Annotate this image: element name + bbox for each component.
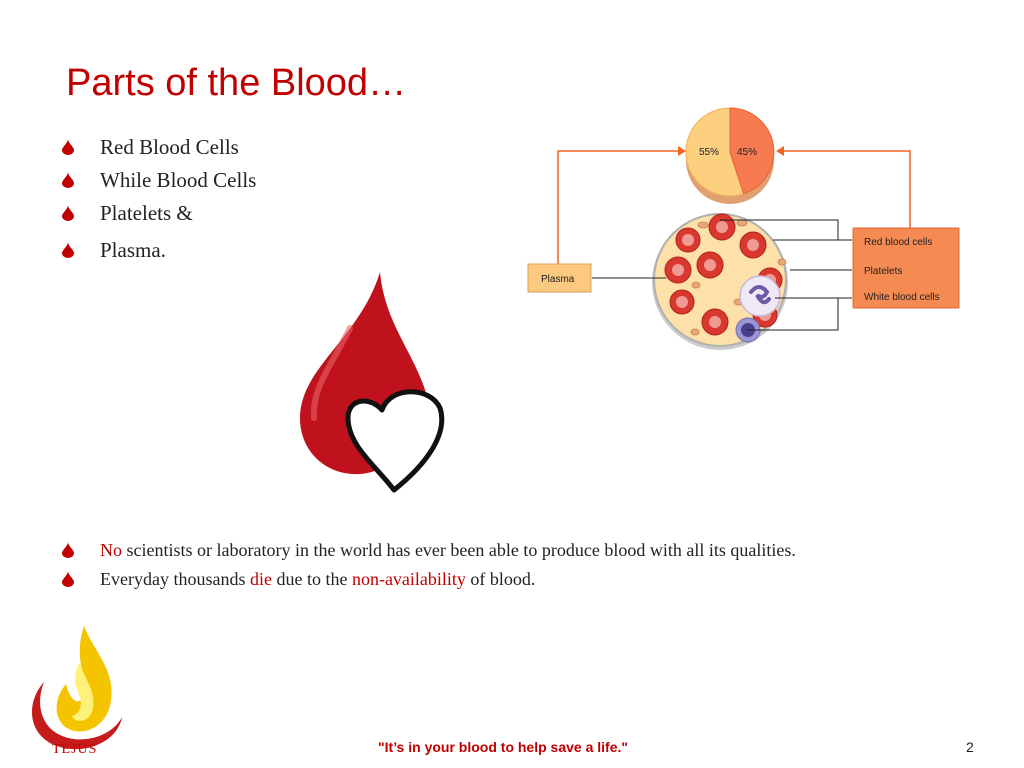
fact-text: of blood. bbox=[465, 569, 536, 589]
list-item: Red Blood Cells bbox=[62, 132, 256, 165]
cells-box bbox=[852, 227, 960, 309]
arrow-left-icon bbox=[776, 146, 784, 156]
plasma-label: Plasma bbox=[541, 274, 575, 285]
fact-text: due to the bbox=[271, 569, 352, 589]
tejus-logo bbox=[32, 626, 122, 750]
blood-drop-bullet-icon bbox=[62, 542, 74, 558]
list-item: Plasma. bbox=[62, 235, 256, 268]
fact-highlight: die bbox=[249, 569, 272, 589]
list-item: No scientists or laboratory in the world… bbox=[62, 536, 796, 565]
blood-composition-diagram: 55% 45% Plasma bbox=[527, 107, 960, 350]
logo-text: TEJUS bbox=[52, 742, 98, 757]
fact-highlight: No bbox=[100, 540, 122, 560]
platelets-label: Platelets bbox=[864, 266, 902, 277]
list-item-label: While Blood Cells bbox=[100, 168, 257, 192]
list-item-label: Red Blood Cells bbox=[100, 135, 239, 159]
pie-slice-cells bbox=[729, 107, 775, 195]
page-number: 2 bbox=[966, 739, 974, 755]
list-item-label: Plasma. bbox=[100, 238, 166, 262]
blood-drop-heart-image bbox=[300, 272, 445, 493]
blood-drop-bullet-icon bbox=[62, 242, 74, 258]
list-item: Platelets & bbox=[62, 198, 256, 231]
blood-components-list: Red Blood Cells While Blood Cells Platel… bbox=[62, 132, 256, 268]
list-item: While Blood Cells bbox=[62, 165, 256, 198]
plasma-box bbox=[527, 263, 592, 293]
pie-chart: 55% 45% bbox=[685, 107, 775, 204]
pie-label-plasma: 55% bbox=[699, 147, 719, 158]
fact-highlight: non-availability bbox=[351, 569, 466, 589]
blood-drop-bullet-icon bbox=[62, 139, 74, 155]
arrow-right-icon bbox=[678, 146, 686, 156]
fact-text: Everyday thousands bbox=[100, 569, 250, 589]
list-item-label: Platelets & bbox=[100, 201, 193, 225]
blood-drop-bullet-icon bbox=[62, 205, 74, 221]
red-blood-cells-label: Red blood cells bbox=[864, 237, 932, 248]
slide-title: Parts of the Blood… bbox=[66, 62, 407, 104]
blood-sample-circle bbox=[652, 213, 788, 350]
pie-label-cells: 45% bbox=[737, 147, 757, 158]
blood-drop-bullet-icon bbox=[62, 172, 74, 188]
plasma-connector-line bbox=[557, 150, 678, 264]
list-item: Everyday thousands die due to the non-av… bbox=[62, 565, 796, 594]
blood-drop-bullet-icon bbox=[62, 571, 74, 587]
blood-facts-list: No scientists or laboratory in the world… bbox=[62, 536, 796, 594]
pie-slice-plasma bbox=[685, 107, 745, 197]
fact-text: scientists or laboratory in the world ha… bbox=[122, 540, 796, 560]
footer-quote: "It’s in your blood to help save a life.… bbox=[378, 739, 629, 755]
white-blood-cells-label: White blood cells bbox=[864, 292, 940, 303]
cells-connector-line bbox=[784, 150, 911, 228]
